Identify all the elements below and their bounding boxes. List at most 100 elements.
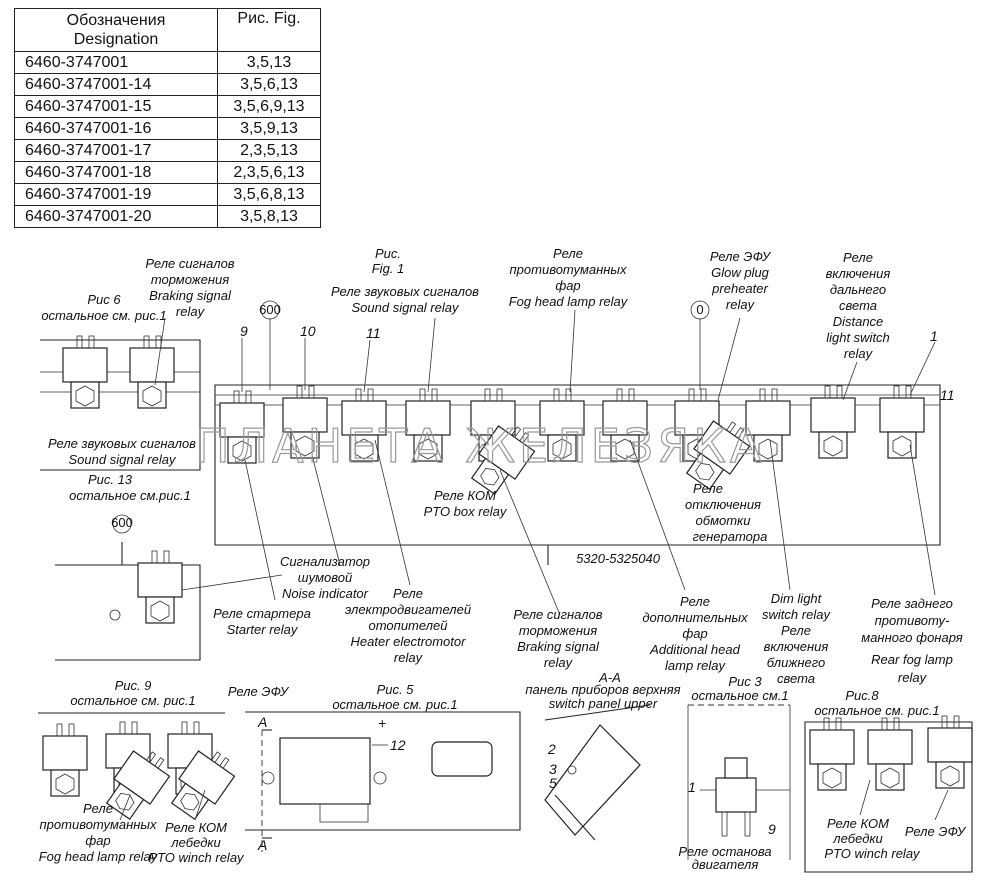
- label-starter-2: Starter relay: [227, 622, 299, 637]
- fig6-panel: [40, 335, 201, 471]
- label-distance-2: включения: [826, 266, 891, 281]
- label-fig3-1: Рис 3: [728, 674, 762, 689]
- header-designation-en: Designation: [73, 31, 159, 48]
- label-noise-1: Сигнализатор: [280, 554, 370, 569]
- label-pto-winch-1c: PTO winch relay: [148, 850, 245, 865]
- label-braking-bottom-1: Реле сигналов: [513, 607, 602, 622]
- label-braking-top-4: relay: [176, 304, 206, 319]
- label-aa-2: панель приборов верхняя: [525, 682, 680, 697]
- num-plus: +: [378, 715, 386, 731]
- label-fig8-1: Рис.8: [845, 688, 879, 703]
- header-fig: Рис. Fig.: [217, 8, 321, 52]
- label-fig5-2: остальное см. рис.1: [332, 697, 457, 712]
- label-efu-bottom: Реле ЭФУ: [905, 824, 967, 839]
- num-3: 3: [549, 761, 557, 777]
- cell-designation: 6460-3747001-14: [14, 73, 218, 96]
- label-distance-1: Реле: [843, 250, 873, 265]
- label-pto-winch-2c: PTO winch relay: [824, 846, 921, 861]
- label-fig6-2: остальное см. рис.1: [41, 308, 166, 323]
- section-aa: [544, 704, 651, 841]
- label-engine-stop-1: Реле останова: [678, 844, 771, 859]
- num-12: 12: [390, 737, 406, 753]
- fig5-panel: [245, 711, 521, 852]
- label-pto-winch-2b: лебедки: [832, 831, 883, 846]
- cell-fig: 3,5,6,13: [217, 73, 321, 96]
- label-pto-winch-1a: Реле КОМ: [165, 820, 227, 835]
- cell-fig: 2,3,5,6,13: [217, 161, 321, 184]
- label-gen-1: Реле: [693, 481, 723, 496]
- label-part-number: 5320-5325040: [576, 551, 661, 566]
- label-sound-top-1: Реле звуковых сигналов: [331, 284, 479, 299]
- label-braking-top-2: торможения: [151, 272, 229, 287]
- watermark-text: ПЛАНЕТА ЖЕЛЕЗЯКА: [195, 419, 765, 473]
- label-gen-3: обмотки: [696, 513, 751, 528]
- relay-fig8-a: [809, 717, 855, 791]
- relay-noise-fig13: [137, 550, 183, 624]
- label-pto-box-1: Реле КОМ: [434, 488, 496, 503]
- label-gen-2: отключения: [685, 497, 761, 512]
- label-distance-3: дальнего: [830, 282, 886, 297]
- label-fig13-2: остальное см.рис.1: [69, 488, 191, 503]
- cell-fig: 3,5,9,13: [217, 117, 321, 140]
- label-additional-2: дополнительных: [642, 610, 748, 625]
- label-fog-bottom-4: Fog head lamp relay: [39, 849, 159, 864]
- cell-designation: 6460-3747001-20: [14, 205, 218, 228]
- label-dim-3: Реле: [781, 623, 811, 638]
- circle-600-b: 600: [111, 515, 133, 530]
- cell-fig: 3,5,6,8,13: [217, 183, 321, 206]
- label-distance-5: Distance: [833, 314, 884, 329]
- label-heater-4: Heater electromotor: [351, 634, 467, 649]
- label-starter-1: Реле стартера: [213, 606, 311, 621]
- label-fig9-1: Рис. 9: [115, 678, 152, 693]
- label-rear-fog-5: relay: [898, 670, 928, 685]
- num-1: 1: [930, 328, 938, 344]
- label-glow-3: preheater: [711, 281, 768, 296]
- main-relay-panel: [214, 384, 941, 565]
- label-pto-winch-1b: лебедки: [170, 835, 221, 850]
- cell-designation: 6460-3747001-15: [14, 95, 218, 118]
- cell-designation: 6460-3747001-17: [14, 139, 218, 162]
- callout-circles: 600 0 600: [111, 300, 710, 534]
- label-sound-left-2: Sound signal relay: [69, 452, 177, 467]
- label-fig1-1: Рис.: [375, 246, 401, 261]
- label-heater-3: отопителей: [369, 618, 448, 633]
- label-heater-2: электродвигателей: [345, 602, 471, 617]
- fig13-panel: [55, 542, 201, 661]
- cell-designation: 6460-3747001: [14, 51, 218, 74]
- header-designation-ru: Обозначения: [66, 12, 166, 29]
- label-noise-2: шумовой: [298, 570, 352, 585]
- label-rear-fog-2: противоту-: [875, 613, 950, 628]
- label-distance-4: света: [839, 298, 877, 313]
- relay-distance-light: [810, 385, 856, 459]
- label-additional-4: Additional head: [649, 642, 740, 657]
- label-heater-5: relay: [394, 650, 424, 665]
- relay-pto-winch-fig8: [867, 717, 913, 791]
- label-pto-winch-2a: Реле КОМ: [827, 816, 889, 831]
- num-A-top: А: [257, 714, 267, 730]
- label-additional-5: lamp relay: [665, 658, 726, 673]
- label-sound-left-1: Реле звуковых сигналов: [48, 436, 196, 451]
- label-fig8-2: остальное см. рис.1: [814, 703, 939, 718]
- num-10: 10: [300, 323, 316, 339]
- label-dim-2: switch relay: [762, 607, 831, 622]
- num-11b: 11: [940, 387, 955, 403]
- label-fog-top-1: Реле: [553, 246, 583, 261]
- num-A-bottom: А: [257, 837, 267, 853]
- cell-designation: 6460-3747001-16: [14, 117, 218, 140]
- label-fog-top-3: фар: [555, 278, 580, 293]
- circle-600-a: 600: [259, 302, 281, 317]
- label-rear-fog-1: Реле заднего: [871, 596, 953, 611]
- label-fig3-2: остальное см.1: [691, 688, 788, 703]
- label-rear-fog-3: манного фонаря: [861, 630, 962, 645]
- label-sound-top-2: Sound signal relay: [352, 300, 460, 315]
- label-aa-3: switch panel upper: [549, 696, 658, 711]
- label-dim-1: Dim light: [771, 591, 823, 606]
- label-distance-7: relay: [844, 346, 874, 361]
- label-heater-1: Реле: [393, 586, 423, 601]
- designation-table: Обозначения Designation Рис. Fig. 6460-3…: [14, 8, 321, 228]
- label-engine-stop-2: двигателя: [692, 857, 759, 872]
